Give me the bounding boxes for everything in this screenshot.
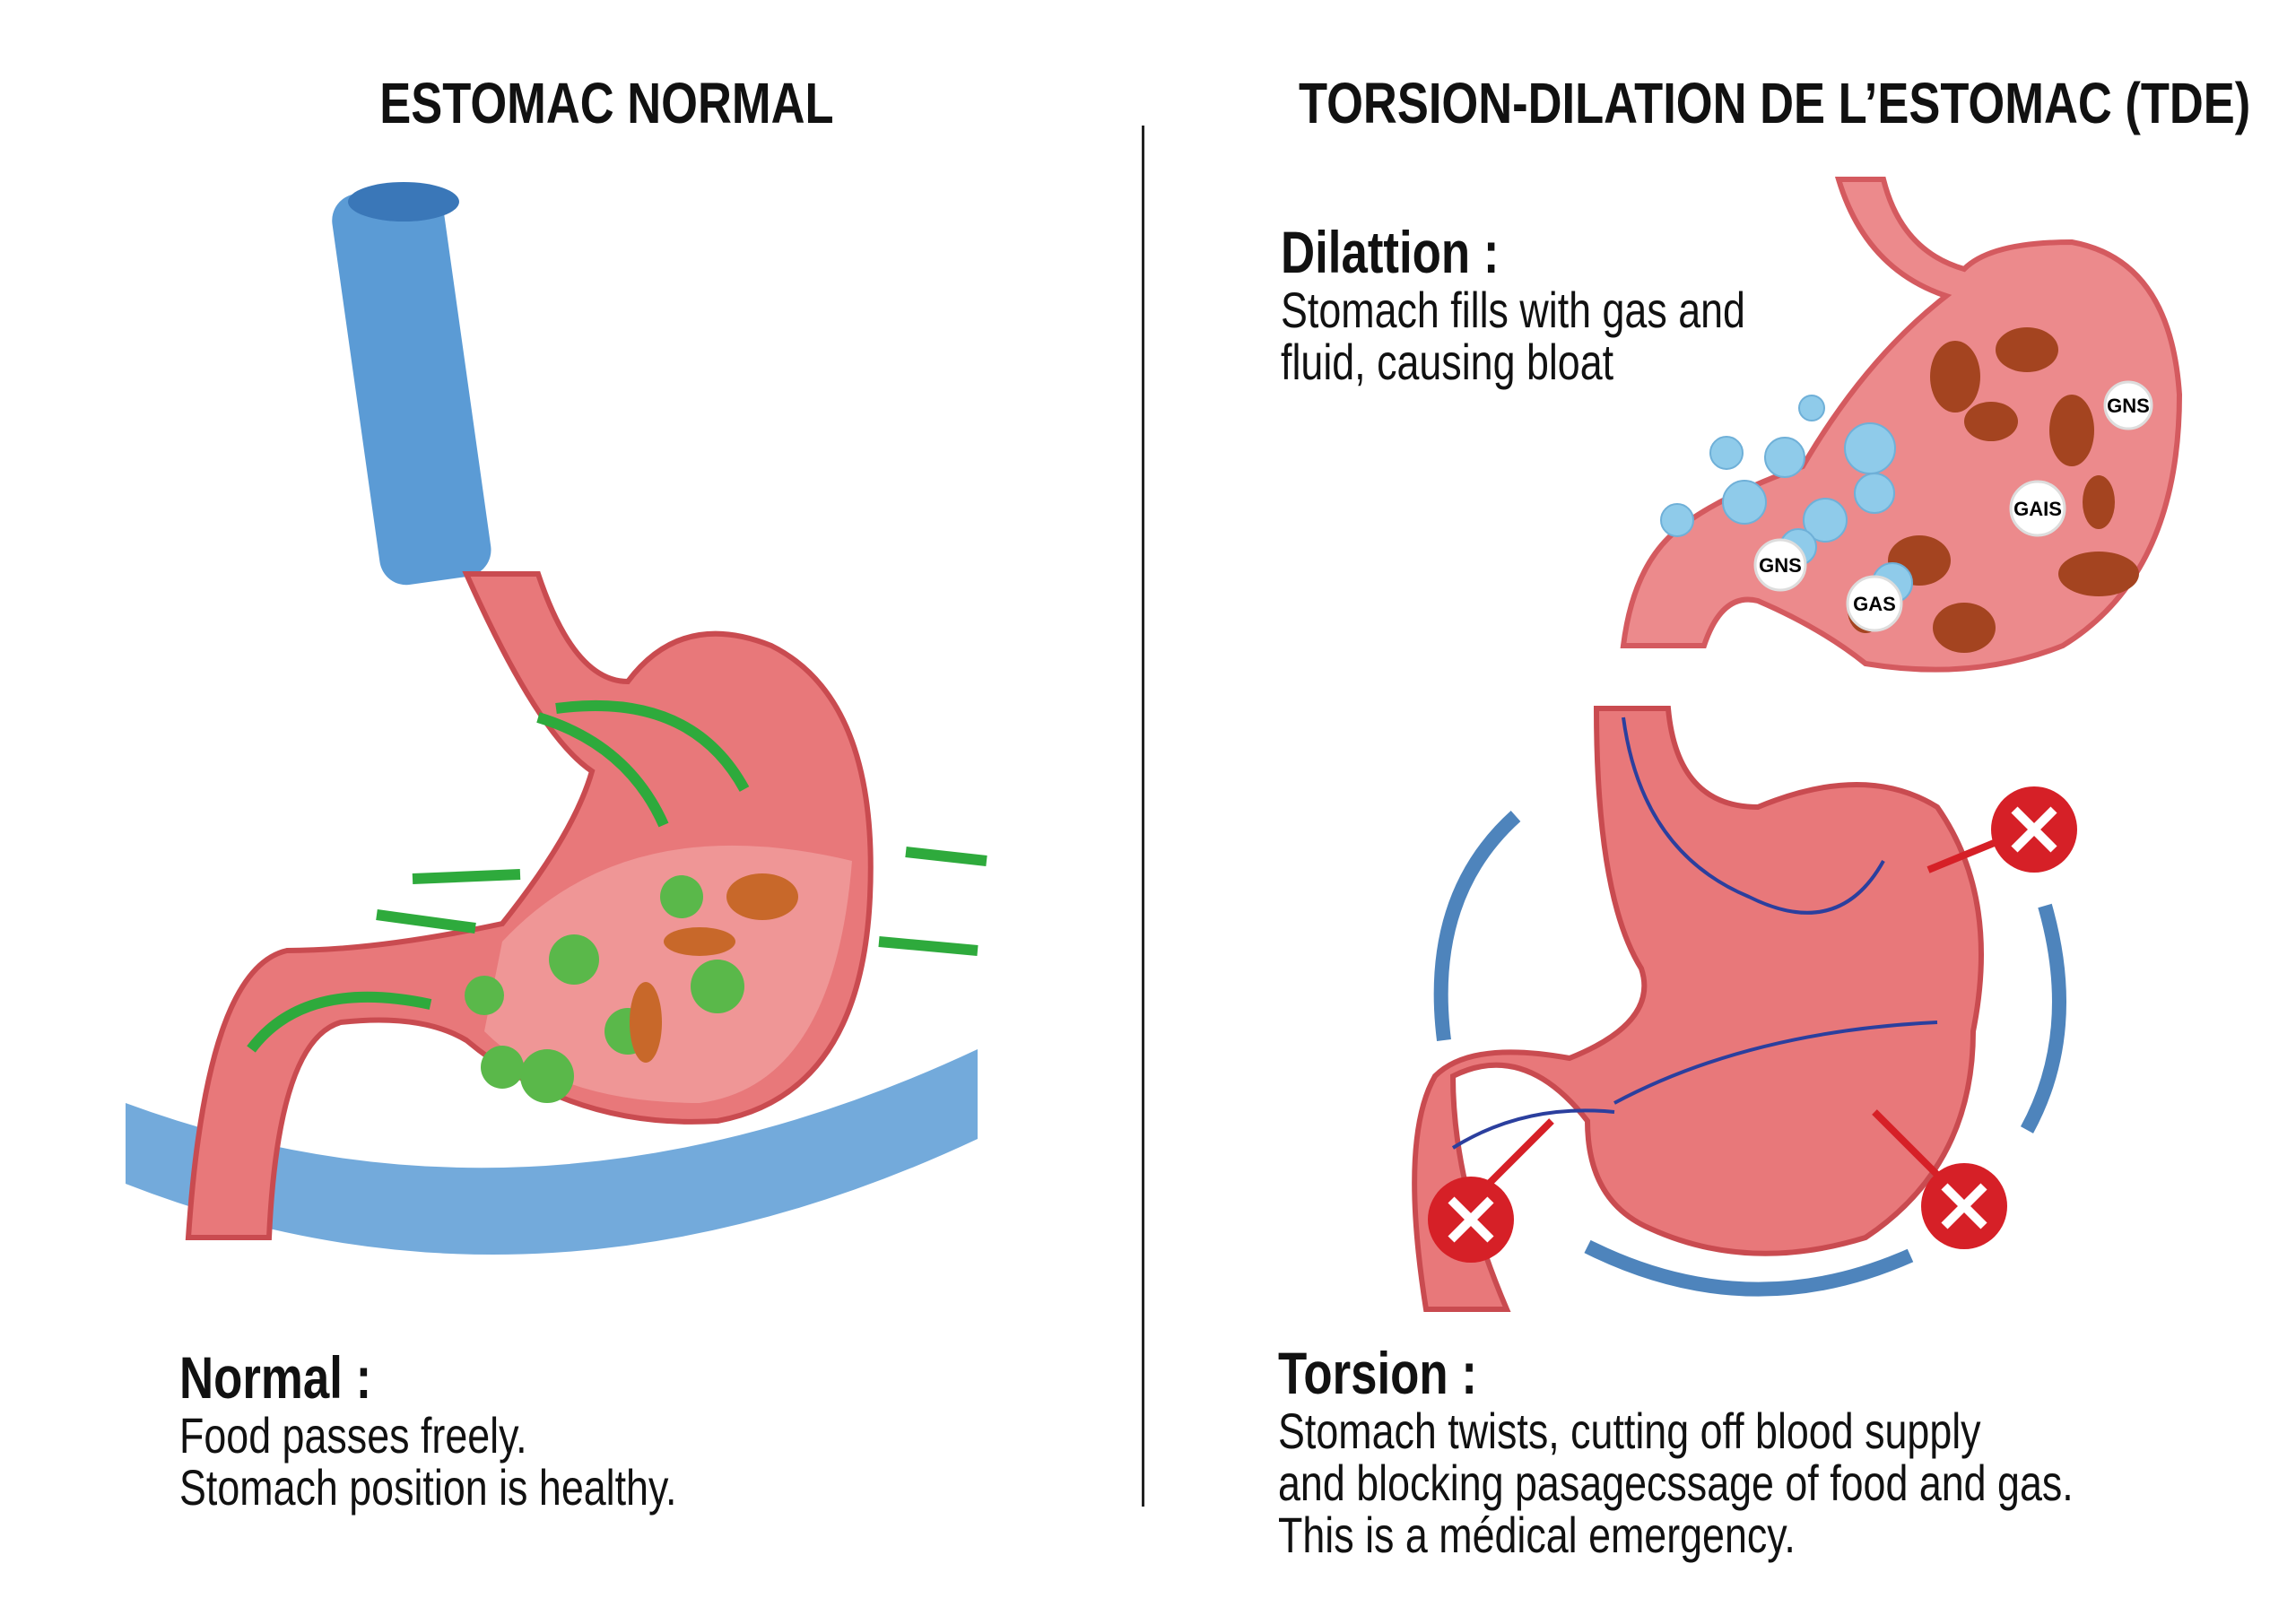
torsion-line: Stomach twists, cutting off blood supply: [1278, 1403, 1981, 1459]
divider: [1142, 126, 1144, 1507]
intestine: [126, 1049, 978, 1255]
gas-label: GNS: [1759, 554, 1802, 577]
blocked-markers: [1428, 786, 2077, 1263]
gas-label: GNS: [2107, 395, 2150, 417]
normal-heading: Normal :: [179, 1344, 372, 1411]
torsion-line: This is a médical emergency.: [1278, 1507, 1796, 1563]
torsion-line: and blocking pasagecssage of food and ga…: [1278, 1455, 2074, 1511]
gas-label: GAIS: [2013, 498, 2062, 520]
dilation-caption: Dilattion : Stomach fills with gas and f…: [1281, 220, 1745, 388]
dilation-line: fluid, causing bloat: [1281, 334, 1614, 390]
normal-caption: Normal : Food passes freely. Stomach pos…: [179, 1345, 676, 1514]
torsion-caption: Torsion : Stomach twists, cutting off bl…: [1278, 1341, 2074, 1561]
torsion-heading: Torsion :: [1278, 1340, 1477, 1406]
right-title: TORSION-DILATION DE L’ESTOMAC (TDE): [1299, 71, 2251, 135]
normal-stomach-illustration: [126, 182, 987, 1255]
esophagus-tube: [332, 185, 491, 586]
gas-bubbles: GNS GAIS GNS GAS: [1753, 380, 2153, 632]
rotation-arrows: [1433, 811, 2066, 1297]
normal-line: Stomach position is healthy.: [179, 1459, 677, 1516]
dilated-stomach-illustration: GNS GAIS GNS GAS: [1620, 177, 2183, 673]
gas-label: GAS: [1853, 593, 1896, 615]
dilation-line: Stomach fills with gas and: [1281, 282, 1745, 338]
green-arrows: [247, 699, 987, 1053]
dilation-heading: Dilattion :: [1281, 219, 1500, 285]
normal-line: Food passes freely.: [179, 1407, 527, 1464]
twisted-stomach-illustration: [1412, 706, 2077, 1312]
